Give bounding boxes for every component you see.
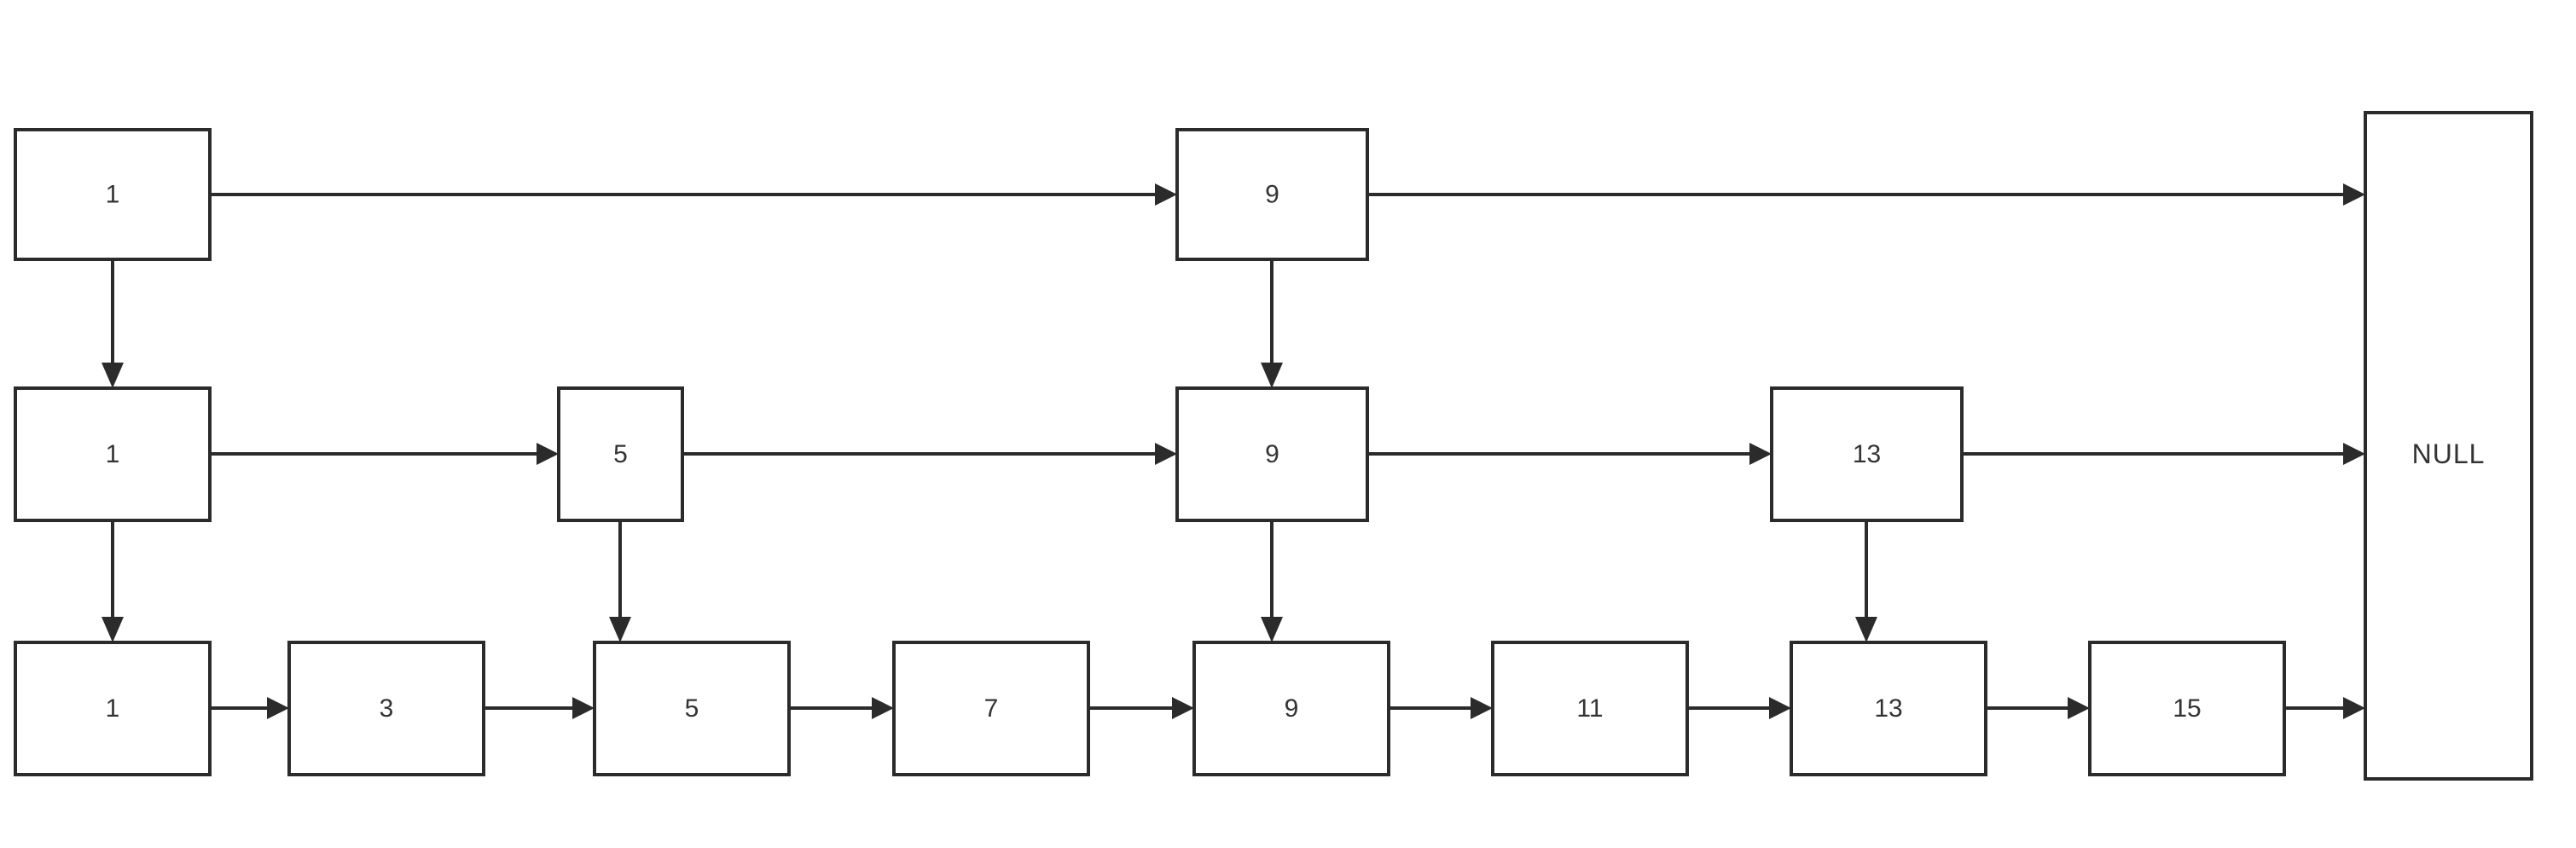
edge-vertical bbox=[609, 520, 631, 642]
arrowhead-icon bbox=[1855, 617, 1877, 642]
node-box[interactable] bbox=[14, 386, 212, 522]
node-label: 13 bbox=[1853, 440, 1881, 468]
node-box[interactable] bbox=[892, 641, 1090, 776]
node-label: 15 bbox=[2173, 694, 2201, 723]
node-1[interactable]: 1 bbox=[14, 386, 212, 522]
node-13[interactable]: 13 bbox=[1770, 386, 1964, 522]
node-15[interactable]: 15 bbox=[2088, 641, 2286, 776]
arrowhead-icon bbox=[102, 617, 124, 642]
node-7[interactable]: 7 bbox=[892, 641, 1090, 776]
node-box[interactable] bbox=[1770, 386, 1964, 522]
node-box[interactable] bbox=[1175, 386, 1369, 522]
edge-horizontal bbox=[210, 443, 559, 465]
node-label: 1 bbox=[106, 181, 120, 209]
arrowhead-icon bbox=[1261, 363, 1283, 388]
arrowhead-icon bbox=[1261, 617, 1283, 642]
node-box[interactable] bbox=[14, 641, 212, 776]
node-label: 5 bbox=[685, 694, 699, 723]
node-label: 1 bbox=[106, 694, 120, 723]
node-5[interactable]: 5 bbox=[593, 641, 791, 776]
node-1[interactable]: 1 bbox=[14, 128, 212, 261]
node-box[interactable] bbox=[2088, 641, 2286, 776]
edges-layer bbox=[102, 183, 2365, 719]
node-label: 7 bbox=[984, 694, 999, 723]
node-label: 5 bbox=[613, 440, 628, 468]
node-box[interactable] bbox=[1192, 641, 1390, 776]
arrowhead-icon bbox=[872, 697, 894, 719]
edge-horizontal bbox=[2284, 697, 2365, 719]
arrowhead-icon bbox=[609, 617, 631, 642]
edge-vertical bbox=[102, 259, 124, 388]
edge-vertical bbox=[1261, 520, 1283, 642]
node-1[interactable]: 1 bbox=[14, 641, 212, 776]
node-box[interactable] bbox=[287, 641, 485, 776]
node-label: 13 bbox=[1874, 694, 1902, 723]
node-11[interactable]: 11 bbox=[1491, 641, 1689, 776]
node-label: NULL bbox=[2412, 439, 2486, 469]
node-box[interactable] bbox=[1491, 641, 1689, 776]
arrowhead-icon bbox=[572, 697, 595, 719]
node-box[interactable] bbox=[557, 386, 684, 522]
edge-horizontal bbox=[682, 443, 1177, 465]
arrowhead-icon bbox=[1155, 443, 1177, 465]
node-label: 1 bbox=[106, 440, 120, 468]
arrowhead-icon bbox=[1155, 183, 1177, 206]
edge-horizontal bbox=[789, 697, 894, 719]
node-label: 3 bbox=[380, 694, 394, 723]
node-box[interactable] bbox=[593, 641, 791, 776]
arrowhead-icon bbox=[267, 697, 289, 719]
edge-vertical bbox=[102, 520, 124, 642]
node-13[interactable]: 13 bbox=[1790, 641, 1987, 776]
node-label: 9 bbox=[1265, 440, 1279, 468]
arrowhead-icon bbox=[1471, 697, 1493, 719]
node-9[interactable]: 9 bbox=[1175, 128, 1369, 261]
node-null-terminator[interactable]: NULL bbox=[2364, 111, 2533, 781]
edge-horizontal bbox=[1962, 443, 2365, 465]
node-9[interactable]: 9 bbox=[1175, 386, 1369, 522]
arrowhead-icon bbox=[102, 363, 124, 388]
arrowhead-icon bbox=[2343, 443, 2365, 465]
edge-horizontal bbox=[1986, 697, 2090, 719]
node-label: 9 bbox=[1265, 181, 1279, 209]
edge-horizontal bbox=[1088, 697, 1194, 719]
arrowhead-icon bbox=[2343, 183, 2365, 206]
arrowhead-icon bbox=[2068, 697, 2090, 719]
edge-horizontal bbox=[1367, 443, 1772, 465]
edge-horizontal bbox=[1687, 697, 1791, 719]
node-box[interactable] bbox=[14, 128, 212, 261]
arrowhead-icon bbox=[2343, 697, 2365, 719]
arrowhead-icon bbox=[537, 443, 559, 465]
arrowhead-icon bbox=[1749, 443, 1772, 465]
node-3[interactable]: 3 bbox=[287, 641, 485, 776]
node-5[interactable]: 5 bbox=[557, 386, 684, 522]
node-box[interactable] bbox=[1175, 128, 1369, 261]
node-9[interactable]: 9 bbox=[1192, 641, 1390, 776]
edge-horizontal bbox=[484, 697, 595, 719]
edge-horizontal bbox=[210, 697, 289, 719]
edge-horizontal bbox=[1367, 183, 2365, 206]
node-label: 9 bbox=[1285, 694, 1299, 723]
node-box[interactable] bbox=[2364, 111, 2533, 781]
node-label: 11 bbox=[1576, 694, 1603, 723]
edge-vertical bbox=[1855, 520, 1877, 642]
arrowhead-icon bbox=[1172, 697, 1194, 719]
arrowhead-icon bbox=[1769, 697, 1791, 719]
node-box[interactable] bbox=[1790, 641, 1987, 776]
edge-horizontal bbox=[210, 183, 1177, 206]
edge-horizontal bbox=[1389, 697, 1493, 719]
edge-vertical bbox=[1261, 259, 1283, 388]
